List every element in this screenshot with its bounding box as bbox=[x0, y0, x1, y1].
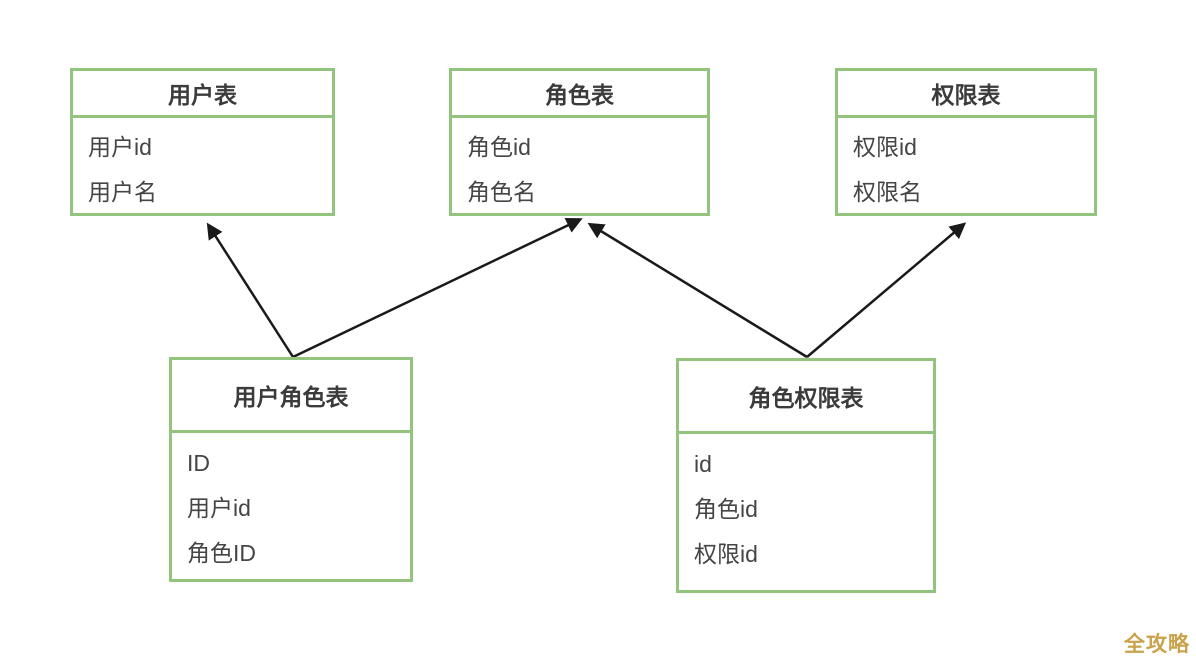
entity-table-user: 用户表 用户id 用户名 bbox=[70, 68, 335, 216]
table-field: 用户id bbox=[187, 495, 251, 521]
entity-table-role: 角色表 角色id 角色名 bbox=[449, 68, 710, 216]
table-field: 角色ID bbox=[187, 540, 256, 566]
arrow-userrole-to-role bbox=[292, 217, 583, 359]
table-fields: 用户id 用户名 bbox=[73, 118, 332, 215]
table-fields: id 角色id 权限id bbox=[679, 434, 933, 577]
table-field: 权限名 bbox=[853, 179, 922, 205]
table-title: 角色权限表 bbox=[679, 361, 933, 434]
table-fields: 权限id 权限名 bbox=[838, 118, 1094, 215]
arrow-roleperm-to-role bbox=[587, 222, 808, 359]
table-field: 权限id bbox=[853, 134, 917, 160]
table-field: 角色id bbox=[694, 496, 758, 522]
table-field: 角色名 bbox=[467, 179, 536, 205]
table-fields: 角色id 角色名 bbox=[452, 118, 707, 215]
table-field: id bbox=[694, 451, 712, 477]
table-title: 权限表 bbox=[838, 71, 1094, 118]
table-field: 用户id bbox=[88, 134, 152, 160]
table-title: 角色表 bbox=[452, 71, 707, 118]
table-field: 用户名 bbox=[88, 179, 157, 205]
table-field: 权限id bbox=[694, 541, 758, 567]
arrow-roleperm-to-permission bbox=[806, 222, 967, 358]
table-field: ID bbox=[187, 450, 210, 476]
table-title: 用户角色表 bbox=[172, 360, 410, 433]
arrow-userrole-to-user bbox=[206, 222, 295, 358]
entity-table-role-permission: 角色权限表 id 角色id 权限id bbox=[676, 358, 936, 593]
watermark-text: 全攻略 bbox=[1124, 633, 1190, 656]
entity-table-user-role: 用户角色表 ID 用户id 角色ID bbox=[169, 357, 413, 582]
table-fields: ID 用户id 角色ID bbox=[172, 433, 410, 576]
table-field: 角色id bbox=[467, 134, 531, 160]
table-title: 用户表 bbox=[73, 71, 332, 118]
entity-table-permission: 权限表 权限id 权限名 bbox=[835, 68, 1097, 216]
